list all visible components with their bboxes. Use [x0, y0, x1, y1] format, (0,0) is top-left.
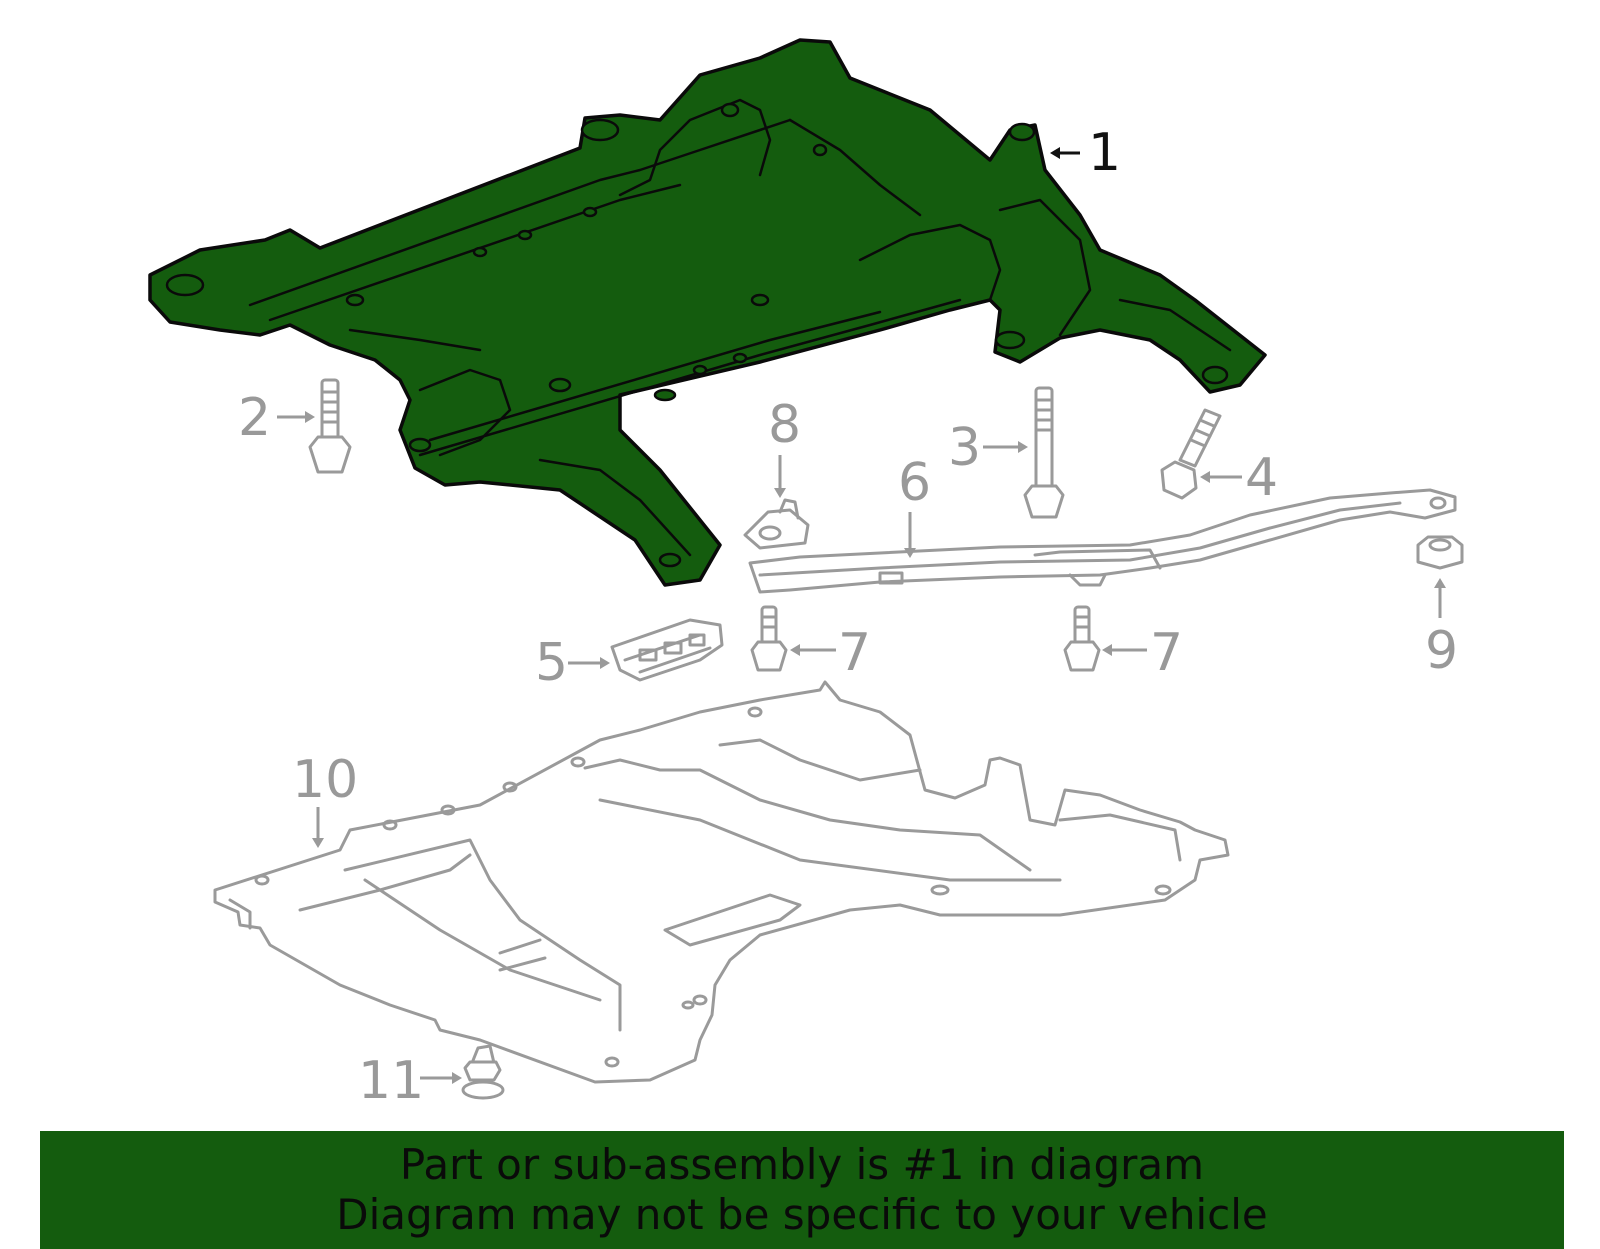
pad-part-5[interactable] [610, 618, 724, 682]
callout-3: 3 [948, 418, 981, 478]
clip-part-11[interactable] [461, 1044, 505, 1100]
callout-7a: 7 [838, 623, 871, 683]
bolt-part-7b[interactable] [1063, 605, 1101, 672]
bolt-part-3[interactable] [1023, 386, 1065, 519]
bolt-part-4[interactable] [1160, 408, 1222, 500]
callout-7b: 7 [1150, 623, 1183, 683]
subframe-part-1[interactable] [148, 38, 1267, 587]
callout-1: 1 [1088, 123, 1121, 183]
bolt-part-2[interactable] [308, 378, 352, 474]
bracket-part-8[interactable] [743, 498, 810, 550]
splash-shield-part-10[interactable] [213, 680, 1230, 1084]
callout-9: 9 [1425, 621, 1458, 681]
nut-part-9[interactable] [1416, 535, 1464, 570]
banner-line-2: Diagram may not be specific to your vehi… [336, 1190, 1268, 1239]
bolt-part-7a[interactable] [750, 605, 788, 672]
callout-6: 6 [898, 453, 931, 513]
info-banner: Part or sub-assembly is #1 in diagram Di… [40, 1131, 1564, 1249]
callout-8: 8 [768, 395, 801, 455]
callout-10: 10 [292, 750, 358, 810]
banner-line-1: Part or sub-assembly is #1 in diagram [399, 1140, 1205, 1189]
callout-4: 4 [1245, 448, 1278, 508]
callout-11: 11 [358, 1051, 424, 1111]
callout-5: 5 [535, 633, 568, 693]
callout-2: 2 [238, 388, 271, 448]
brace-part-6[interactable] [748, 488, 1457, 594]
